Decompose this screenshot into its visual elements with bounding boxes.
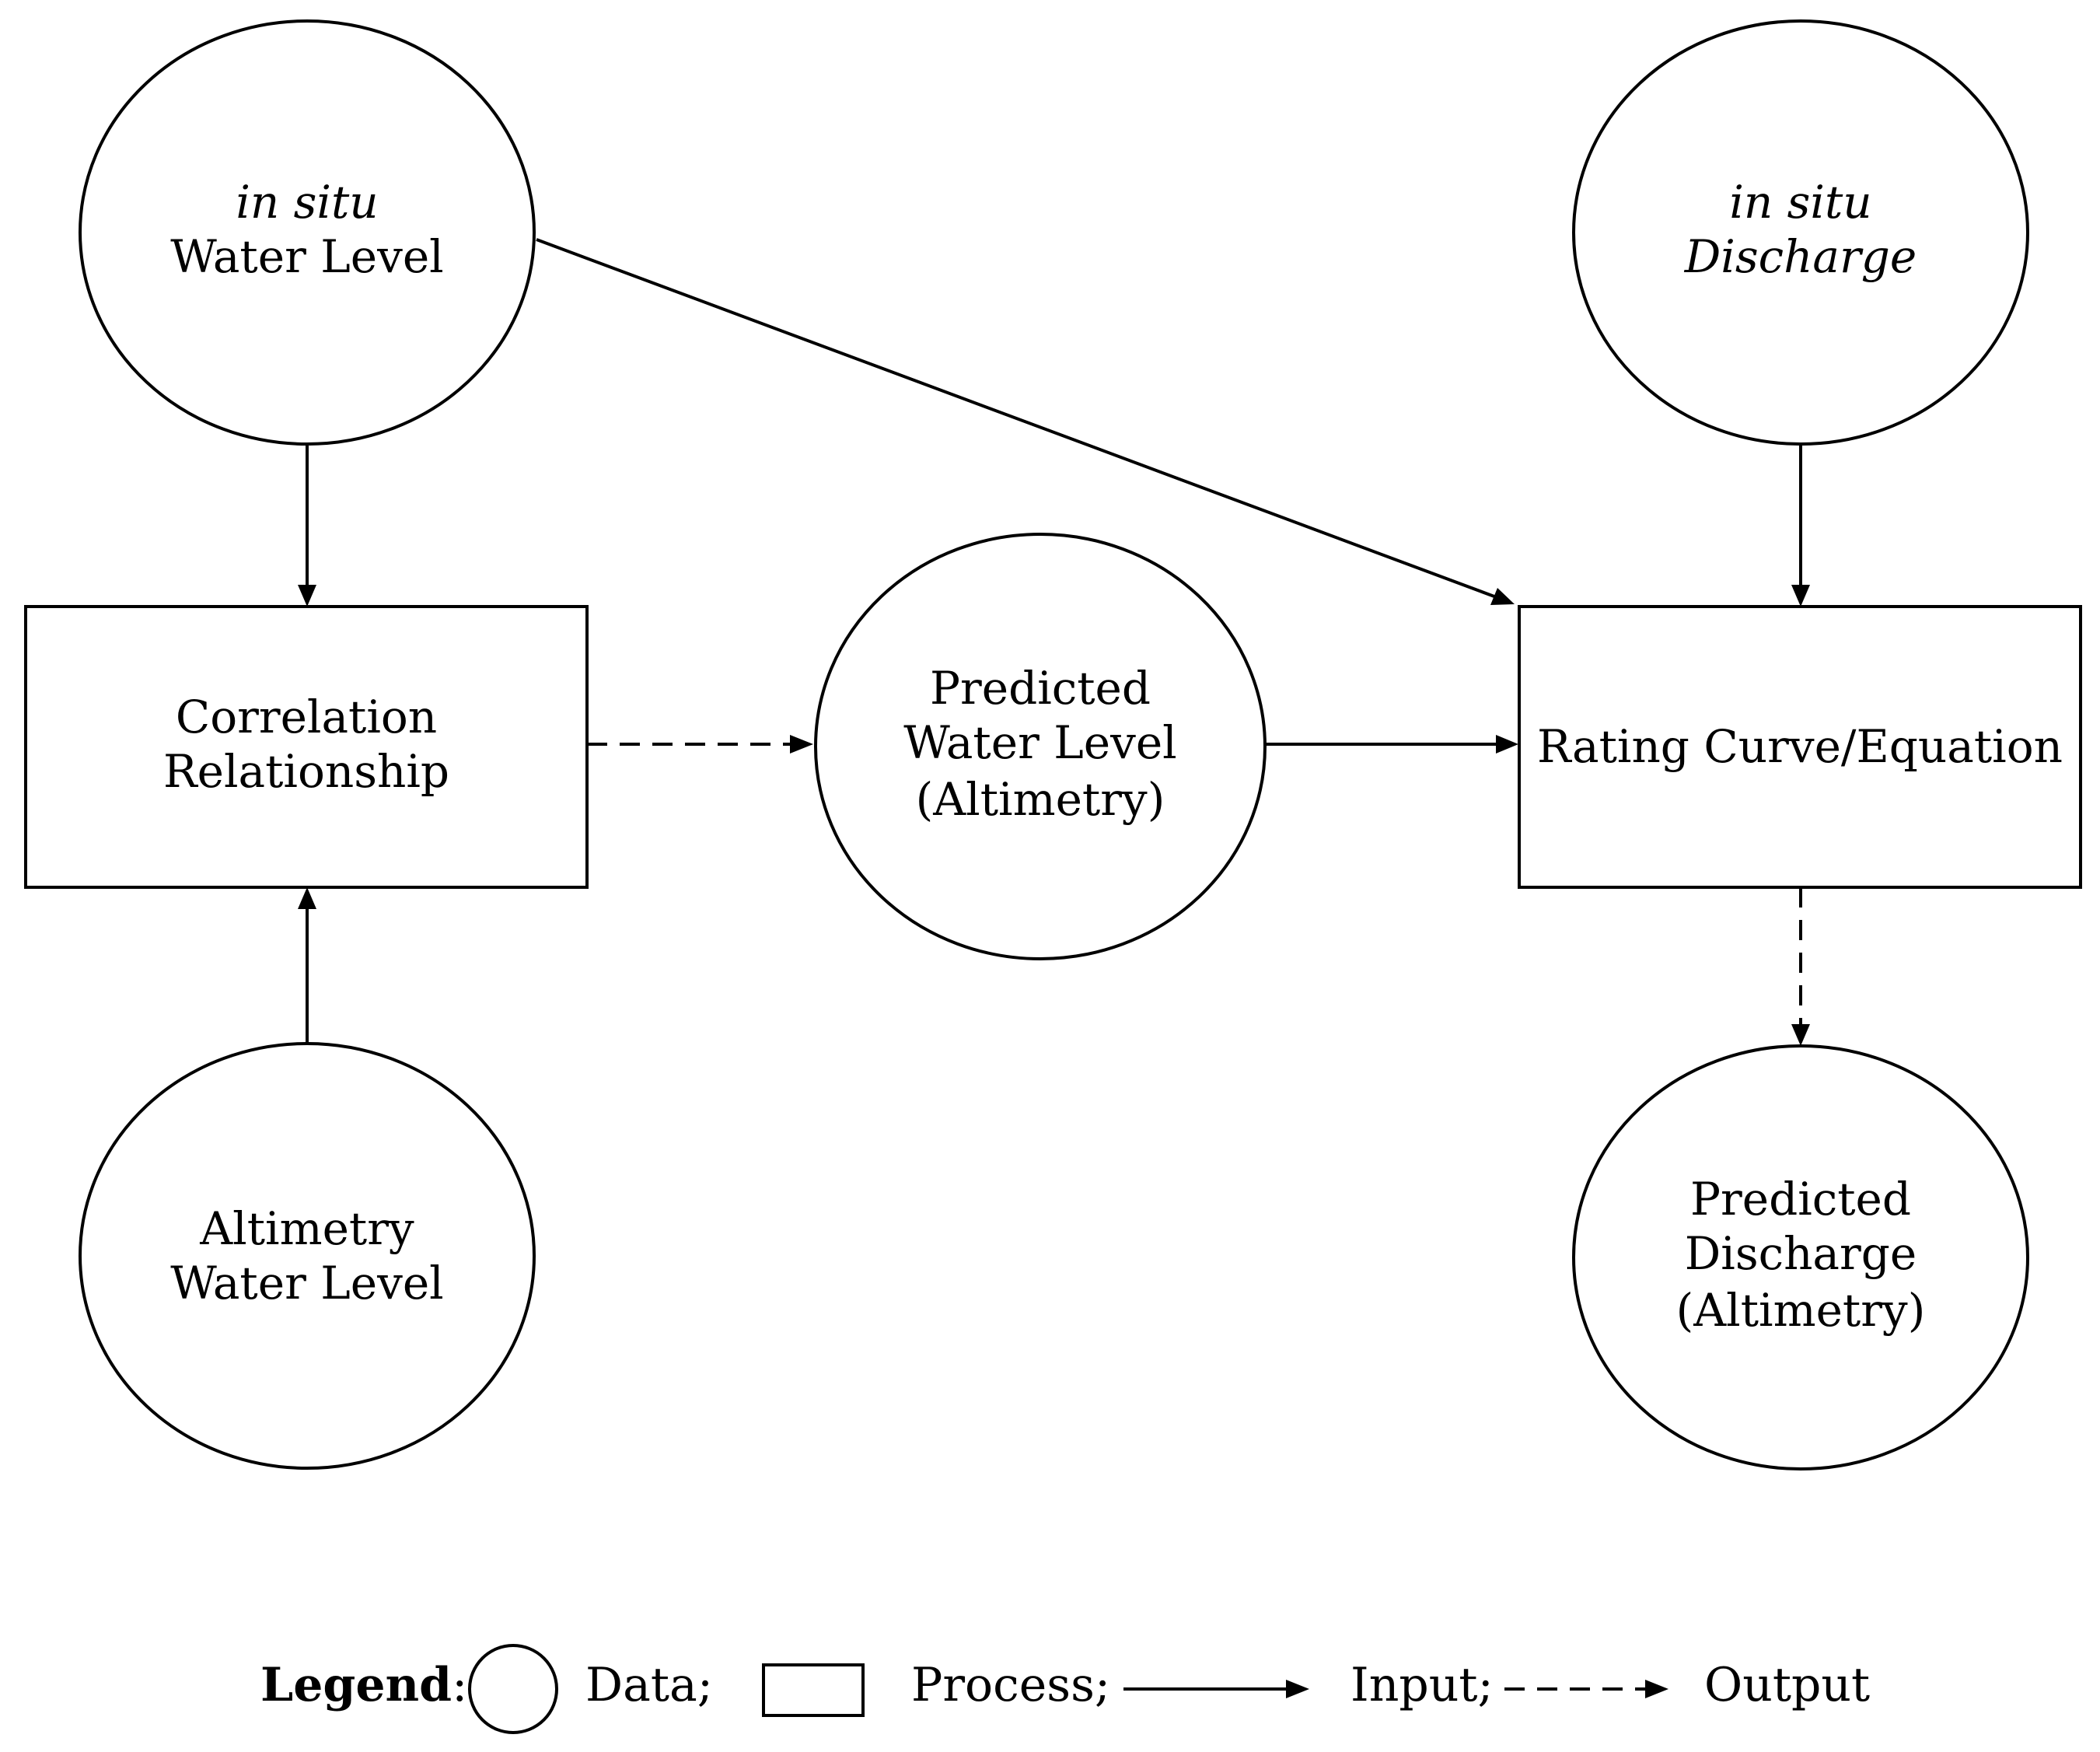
node-predicted-water-level-line2: Water Level: [903, 716, 1176, 769]
node-rating-curve-equation-line1: Rating Curve/Equation: [1537, 720, 2063, 773]
node-altimetry-water-level-line1: Altimetry: [199, 1202, 414, 1255]
node-correlation-relationship-line2: Relationship: [163, 745, 449, 798]
legend-title: Legend: [260, 1658, 452, 1712]
arrowhead-insitu-water-level-to-rating-curve: [1490, 588, 1515, 605]
edge-insitu-water-level-to-rating-curve: [536, 238, 1501, 600]
node-correlation-relationship-shape: [24, 605, 589, 889]
node-predicted-discharge-line3: (Altimetry): [1676, 1284, 1926, 1337]
legend-data-symbol: [468, 1644, 558, 1734]
legend: Legend: Data; Process; Input; Output: [260, 1644, 1870, 1734]
node-altimetry-water-level-line2: Water Level: [170, 1257, 443, 1310]
node-insitu-water-level-line2: Water Level: [170, 230, 443, 283]
node-insitu-discharge-line1: in situ: [1729, 176, 1871, 229]
legend-colon: :: [452, 1658, 467, 1712]
arrowhead-insitu-water-level-to-correlation: [298, 585, 316, 607]
legend-data-label: Data;: [585, 1658, 713, 1712]
node-predicted-water-level-shape: [814, 533, 1267, 960]
legend-process-symbol: [762, 1663, 865, 1717]
node-correlation-relationship-line1: Correlation: [176, 691, 437, 743]
legend-title-text: Legend:: [260, 1658, 467, 1712]
legend-input-arrowhead: [1286, 1680, 1309, 1698]
node-insitu-water-level-line1: in situ: [236, 176, 378, 229]
node-predicted-discharge-shape: [1572, 1044, 2029, 1470]
legend-input-label: Input;: [1350, 1658, 1494, 1712]
node-altimetry-water-level-shape: [79, 1042, 536, 1470]
node-insitu-discharge-shape: [1572, 19, 2029, 446]
legend-process-label: Process;: [911, 1658, 1110, 1712]
node-predicted-water-level: Predicted Water Level (Altimetry): [814, 533, 1267, 960]
arrowhead-altimetry-to-correlation: [298, 887, 316, 909]
arrowhead-correlation-to-predicted-water-level: [790, 735, 813, 754]
node-predicted-water-level-line3: (Altimetry): [916, 773, 1165, 826]
node-predicted-discharge-line1: Predicted: [1690, 1173, 1911, 1226]
node-predicted-discharge: Predicted Discharge (Altimetry): [1572, 1044, 2029, 1470]
node-altimetry-water-level: Altimetry Water Level: [79, 1042, 536, 1470]
legend-output-label: Output: [1704, 1658, 1870, 1712]
arrowhead-insitu-discharge-to-rating-curve: [1791, 585, 1810, 607]
node-predicted-discharge-line2: Discharge: [1685, 1227, 1917, 1280]
node-insitu-water-level-shape: [79, 19, 536, 446]
arrowhead-rating-curve-to-predicted-discharge: [1791, 1024, 1810, 1046]
node-insitu-discharge-line2: Discharge: [1684, 230, 1917, 283]
node-predicted-water-level-line1: Predicted: [930, 662, 1151, 715]
node-insitu-water-level: in situ Water Level: [79, 19, 536, 446]
legend-output-arrowhead: [1645, 1680, 1668, 1698]
arrowhead-predicted-water-level-to-rating-curve: [1496, 735, 1518, 754]
node-correlation-relationship: Correlation Relationship: [24, 605, 589, 889]
node-insitu-discharge: in situ Discharge: [1572, 19, 2029, 446]
node-rating-curve-equation-shape: [1518, 605, 2082, 889]
node-rating-curve-equation: Rating Curve/Equation: [1518, 605, 2082, 889]
